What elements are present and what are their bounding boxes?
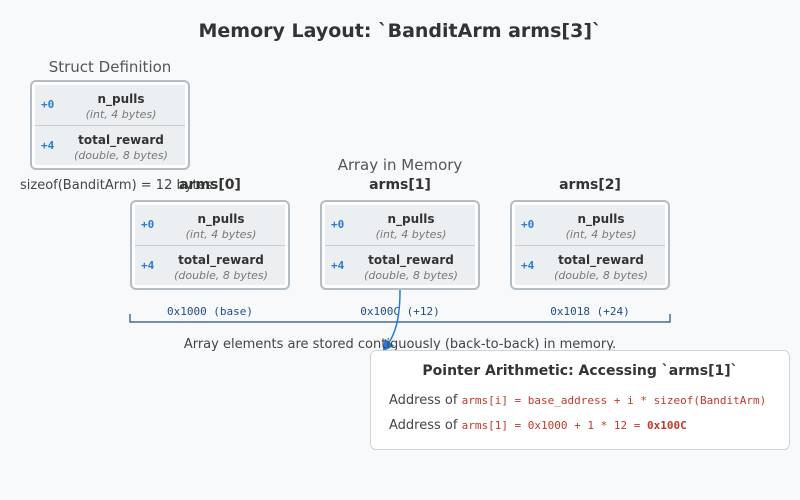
field-offset: +0 xyxy=(41,98,55,111)
field-name: n_pulls xyxy=(387,212,435,226)
array-in-memory-label: Array in Memory xyxy=(337,156,463,174)
field-offset: +4 xyxy=(331,259,345,272)
field-name: total_reward xyxy=(178,253,264,267)
array-element-box-1: +0 n_pulls (int, 4 bytes) +4 total_rewar… xyxy=(320,200,480,290)
field-type: (int, 4 bytes) xyxy=(565,228,637,241)
pointer-arithmetic-title: Pointer Arithmetic: Accessing `arms[1]` xyxy=(422,363,738,379)
element-field-total-reward: +4 total_reward (double, 8 bytes) xyxy=(515,245,665,285)
field-offset: +4 xyxy=(521,259,535,272)
struct-definition-label: Struct Definition xyxy=(48,58,172,76)
field-offset: +0 xyxy=(331,218,345,231)
diagram-title: Memory Layout: `BanditArm arms[3]` xyxy=(198,20,602,42)
field-offset: +0 xyxy=(521,218,535,231)
field-offset: +4 xyxy=(141,259,155,272)
element-field-total-reward: +4 total_reward (double, 8 bytes) xyxy=(135,245,285,285)
field-offset: +4 xyxy=(41,139,55,152)
field-name: n_pulls xyxy=(97,92,145,106)
address-calculation-code: arms[1] = 0x1000 + 1 * 12 = xyxy=(461,419,648,432)
pointer-arithmetic-box: Pointer Arithmetic: Accessing `arms[1]` … xyxy=(370,350,790,450)
element-address-0: 0x1000 (base) xyxy=(166,305,254,318)
element-address-1: 0x100C (+12) xyxy=(360,305,440,318)
contiguous-note: Array elements are stored contiguously (… xyxy=(183,337,617,352)
field-name: n_pulls xyxy=(577,212,625,226)
array-bracket xyxy=(129,314,671,323)
struct-field-n-pulls: +0 n_pulls (int, 4 bytes) xyxy=(35,85,185,125)
element-field-total-reward: +4 total_reward (double, 8 bytes) xyxy=(325,245,475,285)
address-formula-code: arms[i] = base_address + i * sizeof(Band… xyxy=(461,394,767,407)
element-field-n-pulls: +0 n_pulls (int, 4 bytes) xyxy=(325,205,475,245)
address-formula-prefix: Address of xyxy=(389,393,458,408)
struct-definition-box: +0 n_pulls (int, 4 bytes) +4 total_rewar… xyxy=(30,80,190,170)
field-type: (int, 4 bytes) xyxy=(375,228,447,241)
field-type: (int, 4 bytes) xyxy=(85,108,157,121)
address-formula-line: Address of arms[i] = base_address + i * … xyxy=(389,393,766,408)
address-calculation-prefix: Address of xyxy=(389,418,458,433)
field-name: total_reward xyxy=(368,253,454,267)
address-calculation-line: Address of arms[1] = 0x1000 + 1 * 12 = 0… xyxy=(389,418,687,433)
field-name: total_reward xyxy=(558,253,644,267)
struct-field-total-reward: +4 total_reward (double, 8 bytes) xyxy=(35,125,185,165)
field-type: (double, 8 bytes) xyxy=(554,269,648,282)
array-element-label-2: arms[2] xyxy=(559,177,621,193)
sizeof-note: sizeof(BanditArm) = 12 bytes xyxy=(20,178,213,193)
field-type: (double, 8 bytes) xyxy=(364,269,458,282)
element-field-n-pulls: +0 n_pulls (int, 4 bytes) xyxy=(515,205,665,245)
field-type: (double, 8 bytes) xyxy=(174,269,268,282)
pointer-arrow xyxy=(382,289,401,352)
field-type: (int, 4 bytes) xyxy=(185,228,257,241)
element-address-2: 0x1018 (+24) xyxy=(550,305,630,318)
array-element-label-0: arms[0] xyxy=(179,177,241,193)
element-field-n-pulls: +0 n_pulls (int, 4 bytes) xyxy=(135,205,285,245)
field-name: n_pulls xyxy=(197,212,245,226)
array-element-label-1: arms[1] xyxy=(369,177,431,193)
array-element-box-2: +0 n_pulls (int, 4 bytes) +4 total_rewar… xyxy=(510,200,670,290)
field-type: (double, 8 bytes) xyxy=(74,149,168,162)
address-calculation-result: 0x100C xyxy=(647,419,687,432)
field-name: total_reward xyxy=(78,133,164,147)
field-offset: +0 xyxy=(141,218,155,231)
array-element-box-0: +0 n_pulls (int, 4 bytes) +4 total_rewar… xyxy=(130,200,290,290)
